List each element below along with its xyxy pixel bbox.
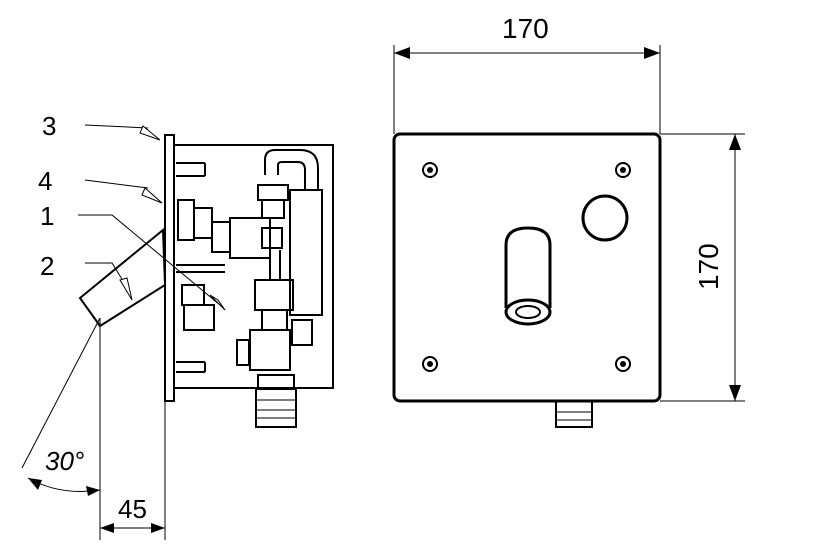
callout-3: 3 <box>42 111 56 141</box>
screw-icons <box>422 162 631 372</box>
callout-1: 1 <box>40 201 54 231</box>
dimension-height-170: 170 <box>693 243 724 290</box>
front-plate <box>392 132 662 403</box>
sensor-window <box>581 194 629 242</box>
dimension-30deg: 30° <box>45 446 84 476</box>
front-view <box>392 132 662 428</box>
callout-4: 4 <box>38 166 52 196</box>
side-view <box>78 134 334 428</box>
internal-components <box>176 149 323 428</box>
callout-2: 2 <box>40 251 54 281</box>
wall-plate <box>164 134 175 402</box>
spout-front <box>504 226 552 308</box>
dimension-45: 45 <box>118 494 147 524</box>
callouts: 3 4 1 2 <box>38 111 226 311</box>
housing-box <box>173 144 334 389</box>
spout <box>78 227 167 328</box>
front-dimensions: 170 170 <box>393 13 745 402</box>
dimension-width-170: 170 <box>502 13 549 44</box>
bottom-connector <box>555 400 593 428</box>
side-dimensions: 45 30° <box>21 317 166 540</box>
